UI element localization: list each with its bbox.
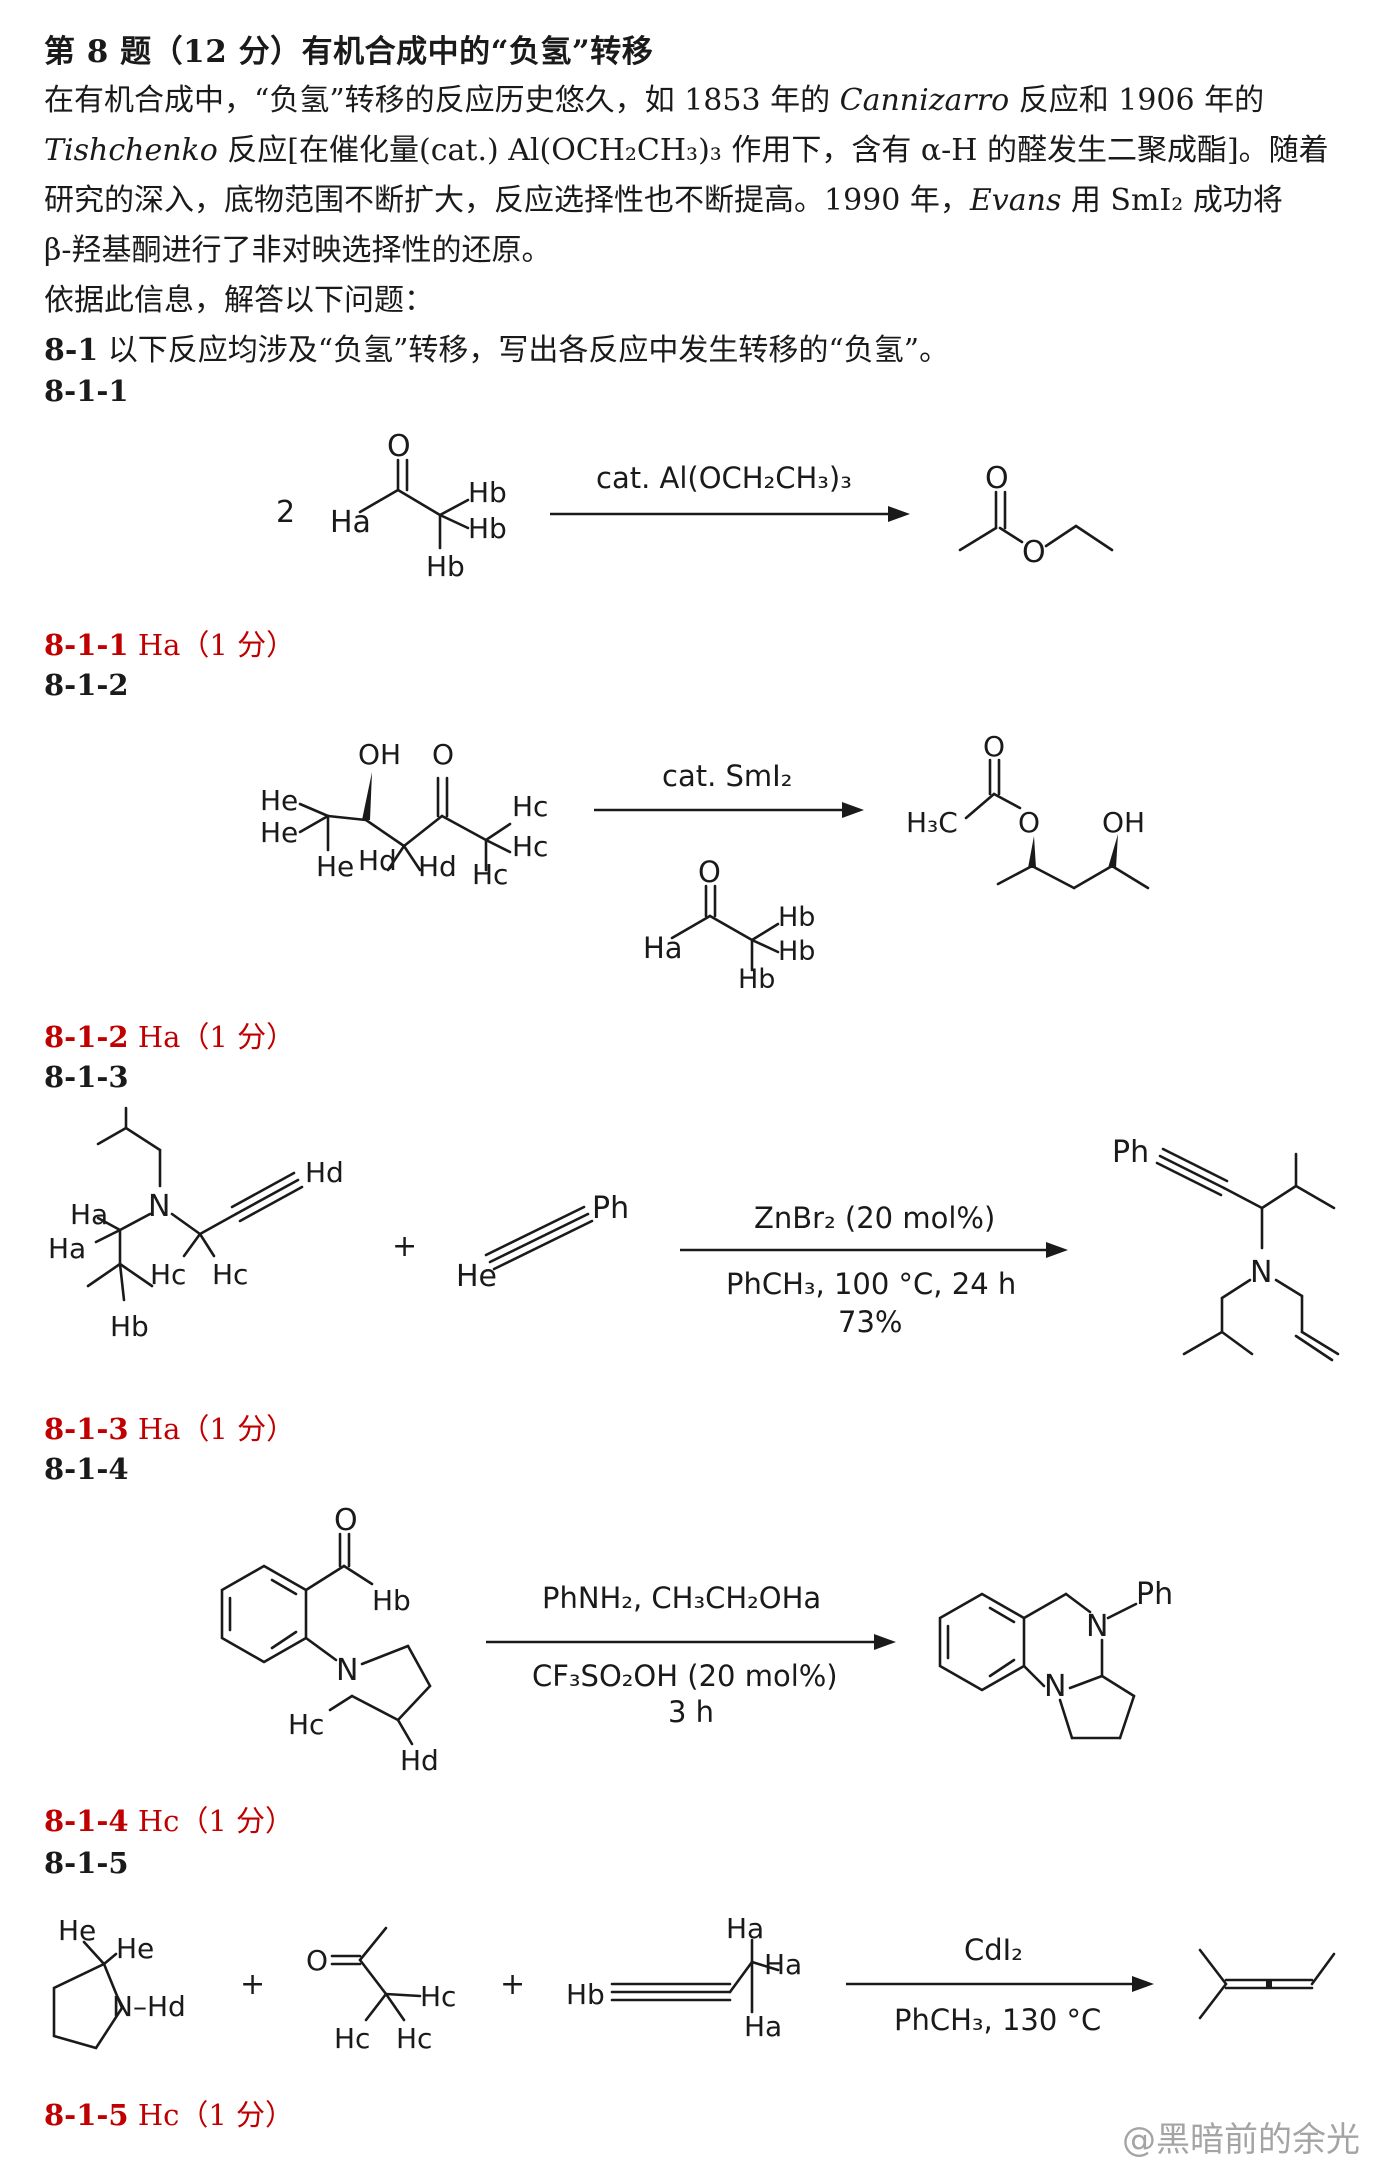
label-ph-product: Ph (1112, 1135, 1149, 1170)
label-hb-1: Hb (468, 476, 507, 509)
label-o-reagent: O (698, 855, 721, 889)
answer-8-1-2: 8-1-2 Ha（1 分） (44, 1020, 296, 1054)
label-hb-r1: Hb (778, 902, 815, 933)
label-he: He (456, 1259, 497, 1294)
answer-8-1-1: 8-1-1 Ha（1 分） (44, 628, 296, 662)
label-hb-4: Hb (372, 1584, 411, 1617)
label-ha-2: Ha (48, 1232, 86, 1265)
reagent-top-8-1-5: CdI₂ (964, 1933, 1023, 1967)
label-hb: Hb (110, 1310, 149, 1343)
intro-line-1: 在有机合成中，“负氢”转移的反应历史悠久，如 1853 年的 Cannizarr… (44, 83, 1265, 118)
part-label-8-1-4: 8-1-4 (44, 1452, 129, 1486)
label-ha-5a: Ha (726, 1912, 764, 1945)
label-o-product: O (985, 461, 1009, 496)
label-n-hd: N–Hd (112, 1990, 186, 2023)
label-hd: Hd (305, 1156, 344, 1189)
label-he-3: He (316, 850, 354, 883)
label-n-4: N (336, 1653, 358, 1688)
part-label-8-1-5: 8-1-5 (44, 1846, 129, 1880)
reagent-8-1-2: cat. SmI₂ (662, 759, 792, 793)
intro-line-3: 研究的深入，底物范围不断扩大，反应选择性也不断提高。1990 年，Evans 用… (44, 183, 1283, 218)
label-o: O (387, 429, 411, 464)
label-hb-3: Hb (426, 550, 465, 583)
label-oh: OH (358, 738, 401, 771)
label-hc-5a: Hc (420, 1980, 456, 2013)
label-hb-2: Hb (468, 512, 507, 545)
part-label-8-1-3: 8-1-3 (44, 1060, 129, 1094)
reaction-8-1-3: N Ha Ha Hb Hc Hc Hd + He Ph ZnBr₂ (20 mo… (48, 1106, 1340, 1362)
label-o-ketone: O (432, 738, 454, 771)
answer-8-1-3: 8-1-3 Ha（1 分） (44, 1412, 296, 1446)
label-o-4: O (334, 1503, 358, 1538)
label-he-5a: He (58, 1914, 96, 1947)
part-label-8-1-2: 8-1-2 (44, 668, 129, 702)
label-o-product-carbonyl: O (983, 730, 1005, 763)
label-hc-3: Hc (472, 858, 508, 891)
reagent-bottom-8-1-3: PhCH₃, 100 °C, 24 h (726, 1267, 1016, 1301)
label-hc-5b: Hc (334, 2022, 370, 2055)
label-hd-2: Hd (418, 850, 457, 883)
reaction-8-1-5: He He N–Hd + O Hc Hc Hc + Hb Ha Ha Ha Cd… (52, 1912, 1336, 2055)
reaction-8-1-1: 2 Ha O Hb Hb Hb cat. Al(OCH₂CH₃)₃ O O (276, 429, 1114, 583)
label-o-5: O (306, 1944, 328, 1977)
label-n-product: N (1250, 1255, 1272, 1290)
plus-8-1-5b: + (500, 1967, 525, 2002)
question-8-1: 8-1 以下反应均涉及“负氢”转移，写出各反应中发生转移的“负氢”。 (44, 333, 950, 368)
reagent-8-1-1: cat. Al(OCH₂CH₃)₃ (596, 461, 852, 495)
plus-8-1-5a: + (240, 1967, 265, 2002)
intro-line-2: Tishchenko 反应[在催化量(cat.) Al(OCH₂CH₃)₃ 作用… (44, 133, 1329, 168)
intro-prompt: 依据此信息，解答以下问题： (44, 283, 434, 318)
coefficient-2: 2 (276, 495, 295, 530)
intro-paragraph: 在有机合成中，“负氢”转移的反应历史悠久，如 1853 年的 Cannizarr… (44, 76, 1356, 376)
label-ha-5c: Ha (744, 2010, 782, 2043)
reagent-bottom2-8-1-4: 3 h (668, 1695, 714, 1729)
reaction-8-1-2: OH O He He He Hd Hd Hc Hc Hc cat. SmI₂ H… (260, 730, 1150, 995)
label-he-5b: He (116, 1932, 154, 1965)
label-hd-4: Hd (400, 1744, 439, 1777)
reaction-8-1-4: O Hb N Hc Hd PhNH₂, CH₃CH₂OHa CF₃SO₂OH (… (220, 1503, 1173, 1777)
label-ph-reagent: Ph (592, 1191, 629, 1226)
label-ph-product-4: Ph (1136, 1577, 1173, 1612)
reagent-bottom-8-1-5: PhCH₃, 130 °C (894, 2003, 1101, 2037)
label-n-product-4b: N (1044, 1669, 1066, 1704)
label-hc-4: Hc (288, 1708, 324, 1741)
label-n-product-4a: N (1086, 1609, 1108, 1644)
question-title: 第 8 题（12 分）有机合成中的“负氢”转移 (44, 34, 654, 70)
label-he-2: He (260, 816, 298, 849)
answer-8-1-4: 8-1-4 Hc（1 分） (44, 1804, 295, 1838)
label-hc-2: Hc (512, 830, 548, 863)
label-o-ester: O (1022, 535, 1046, 570)
label-hb-r2: Hb (778, 936, 815, 967)
watermark: @黑暗前的余光 (1122, 2120, 1360, 2160)
yield-8-1-3: 73% (838, 1305, 902, 1339)
part-label-8-1-1: 8-1-1 (44, 374, 129, 408)
reagent-top-8-1-3: ZnBr₂ (20 mol%) (754, 1201, 995, 1235)
label-hc-1: Hc (512, 790, 548, 823)
label-ha-5b: Ha (764, 1948, 802, 1981)
label-oh-product: OH (1102, 806, 1145, 839)
label-hd-1: Hd (358, 844, 397, 877)
reagent-bottom1-8-1-4: CF₃SO₂OH (20 mol%) (532, 1659, 838, 1693)
label-hb-5: Hb (566, 1978, 605, 2011)
label-o-product-ester: O (1018, 806, 1040, 839)
reagent-top-8-1-4: PhNH₂, CH₃CH₂OHa (542, 1581, 821, 1615)
label-he-1: He (260, 784, 298, 817)
answer-8-1-5: 8-1-5 Hc（1 分） (44, 2098, 295, 2132)
label-h3c: H₃C (906, 806, 958, 839)
label-ha-1: Ha (70, 1198, 108, 1231)
label-n: N (148, 1189, 170, 1224)
label-hc-1: Hc (150, 1258, 186, 1291)
intro-line-4: β-羟基酮进行了非对映选择性的还原。 (44, 233, 552, 268)
plus-8-1-3: + (392, 1229, 417, 1264)
label-hb-r3: Hb (738, 964, 775, 995)
label-hc-5c: Hc (396, 2022, 432, 2055)
label-hc-2: Hc (212, 1258, 248, 1291)
